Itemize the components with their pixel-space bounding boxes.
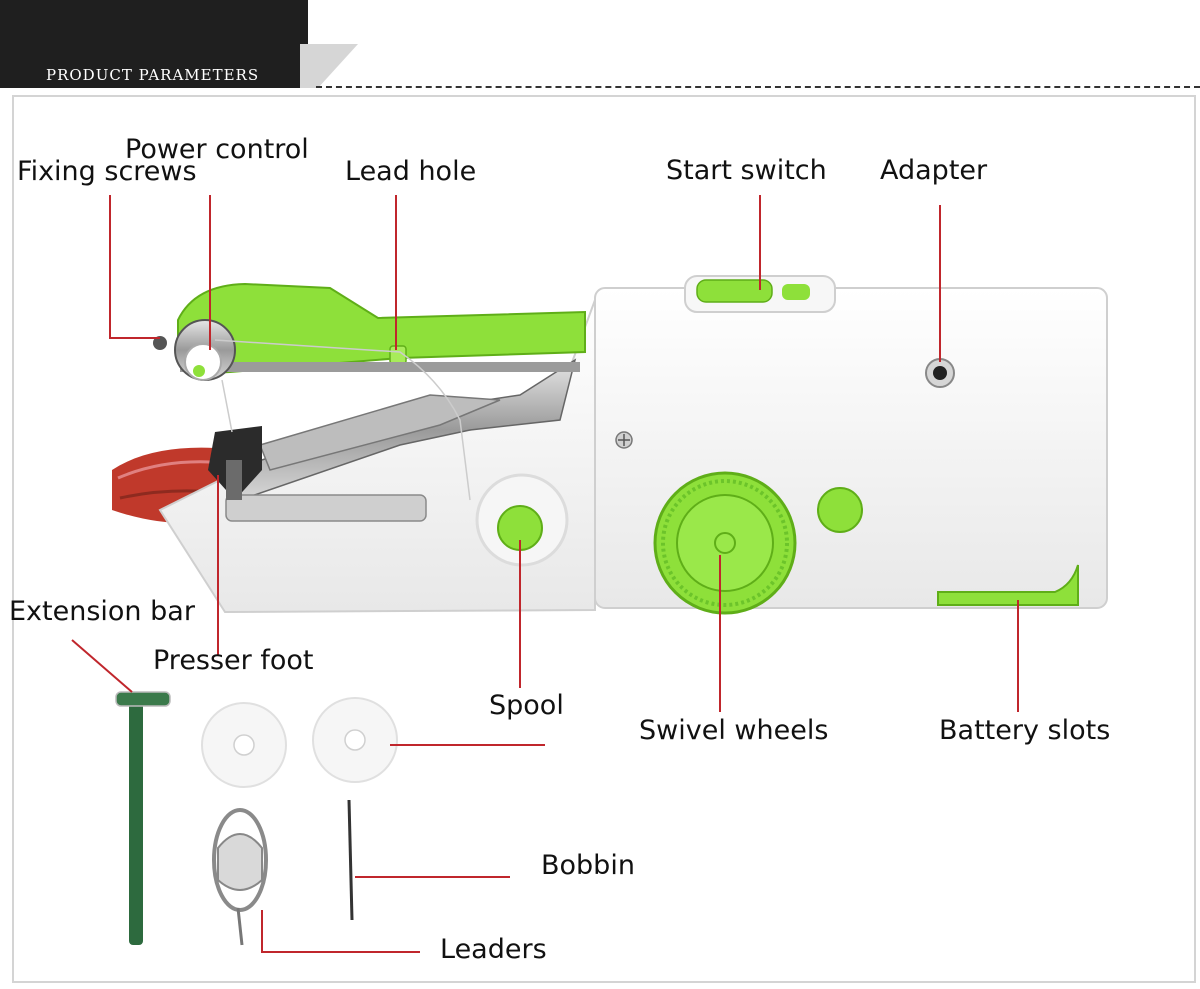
body-screw xyxy=(615,431,633,449)
label-leaders: Leaders xyxy=(440,934,547,965)
spool-part xyxy=(475,473,569,567)
label-spool: Spool xyxy=(489,690,564,721)
label-extension-bar: Extension bar xyxy=(9,596,195,627)
leader-lines xyxy=(71,195,1019,953)
adapter-jack xyxy=(925,358,955,388)
label-presser-foot: Presser foot xyxy=(153,645,314,676)
label-adapter: Adapter xyxy=(880,155,988,186)
spare-spool-1 xyxy=(201,702,287,788)
label-battery-slots: Battery slots xyxy=(939,715,1111,746)
start-switch-part xyxy=(684,275,836,313)
green-arm xyxy=(177,282,586,374)
label-lead-hole: Lead hole xyxy=(345,156,477,187)
thread xyxy=(214,339,471,501)
spare-spool-2 xyxy=(312,697,398,783)
leader-extension-bar xyxy=(71,639,133,693)
tension-dial xyxy=(153,319,236,381)
header-title: PRODUCT PARAMETERS xyxy=(46,66,260,84)
extension-bar-part xyxy=(115,691,171,945)
header-tab xyxy=(0,0,308,88)
presser-foot-part xyxy=(208,426,262,500)
swivel-wheel-part xyxy=(653,471,797,615)
label-swivel-wheels: Swivel wheels xyxy=(639,715,829,746)
small-green-button xyxy=(817,487,863,533)
steel-mechanism xyxy=(225,358,577,522)
label-power-control: Power control xyxy=(125,134,309,165)
label-bobbin: Bobbin xyxy=(541,850,635,881)
header-dashed-divider xyxy=(316,86,1200,88)
leader-leaders xyxy=(261,910,420,953)
bobbin-needle-part xyxy=(347,799,354,921)
battery-slot-cap xyxy=(937,564,1079,606)
label-start-switch: Start switch xyxy=(666,155,827,186)
leader-fixing-screws xyxy=(109,195,160,339)
diagram-frame xyxy=(12,95,1196,983)
header-fold xyxy=(300,44,358,88)
threader-part xyxy=(212,808,268,946)
label-fixing-screws: Fixing screws xyxy=(17,156,197,187)
